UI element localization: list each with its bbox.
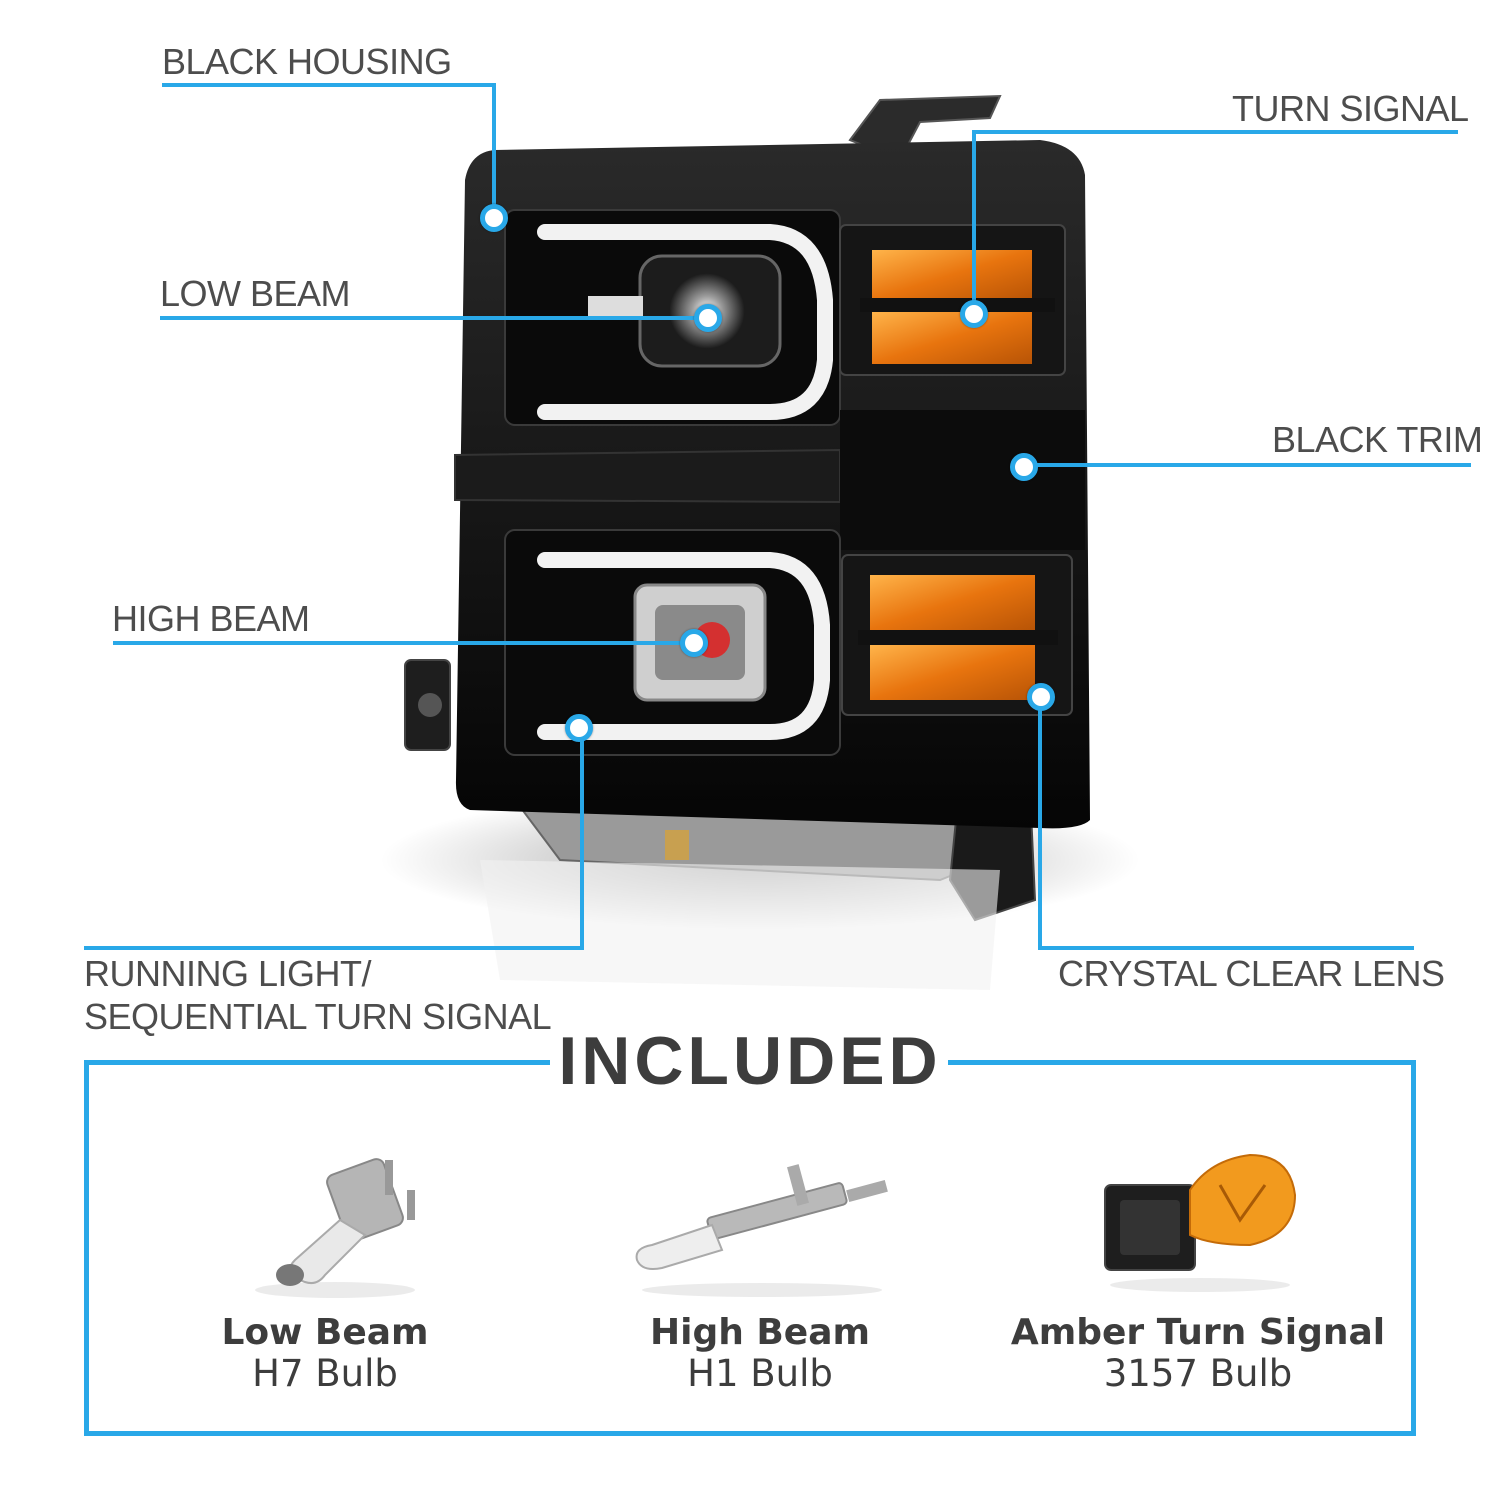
- high-beam-line: [113, 641, 693, 645]
- included-box-bottom: [84, 1431, 1416, 1436]
- black-trim-label: BLACK TRIM: [1272, 419, 1483, 460]
- low-beam-bulb-type: H7 Bulb: [252, 1352, 398, 1395]
- turn-signal-label: TURN SIGNAL: [1232, 88, 1469, 129]
- high-beam-label: HIGH BEAM: [112, 598, 310, 639]
- amber-turn-signal-bulb-name: Amber Turn Signal: [1010, 1312, 1386, 1353]
- low-beam-marker: [694, 304, 722, 332]
- running-light-line: [84, 946, 584, 950]
- running-light-marker: [565, 714, 593, 742]
- black-trim-line: [1035, 463, 1471, 467]
- running-light-label-2: SEQUENTIAL TURN SIGNAL: [84, 996, 552, 1037]
- included-box-right: [1411, 1060, 1416, 1436]
- h1-bulb-icon: [635, 1164, 888, 1297]
- black-housing-label: BLACK HOUSING: [162, 41, 452, 82]
- crystal-clear-lens-line-v: [1038, 708, 1042, 950]
- headlight-image: [380, 94, 1140, 930]
- included-box-top-right: [948, 1060, 1416, 1065]
- h7-bulb-icon: [255, 1158, 415, 1298]
- crystal-clear-lens-label: CRYSTAL CLEAR LENS: [1058, 953, 1445, 994]
- high-beam-marker: [680, 629, 708, 657]
- black-housing-marker: [480, 204, 508, 232]
- turn-signal-line: [972, 130, 1458, 134]
- crystal-clear-lens-line: [1038, 946, 1414, 950]
- running-light-line-v: [580, 740, 584, 950]
- black-housing-line-v: [492, 83, 496, 213]
- turn-signal-marker: [960, 300, 988, 328]
- black-housing-line: [162, 83, 496, 87]
- crystal-clear-lens-marker: [1027, 683, 1055, 711]
- 3157-bulb-icon: [1104, 1153, 1297, 1292]
- high-beam-bulb-type: H1 Bulb: [687, 1352, 833, 1395]
- turn-signal-line-v: [972, 130, 976, 310]
- amber-turn-signal-bulb-type: 3157 Bulb: [1103, 1352, 1293, 1395]
- low-beam-line: [160, 316, 700, 320]
- black-trim-marker: [1010, 453, 1038, 481]
- low-beam-label: LOW BEAM: [160, 273, 351, 314]
- included-title: INCLUDED: [555, 1022, 945, 1100]
- included-box-top-left: [84, 1060, 550, 1065]
- low-beam-bulb-name: Low Beam: [221, 1312, 429, 1353]
- high-beam-bulb-name: High Beam: [649, 1312, 871, 1353]
- running-light-label-1: RUNNING LIGHT/: [84, 953, 372, 994]
- included-box-left: [84, 1060, 89, 1436]
